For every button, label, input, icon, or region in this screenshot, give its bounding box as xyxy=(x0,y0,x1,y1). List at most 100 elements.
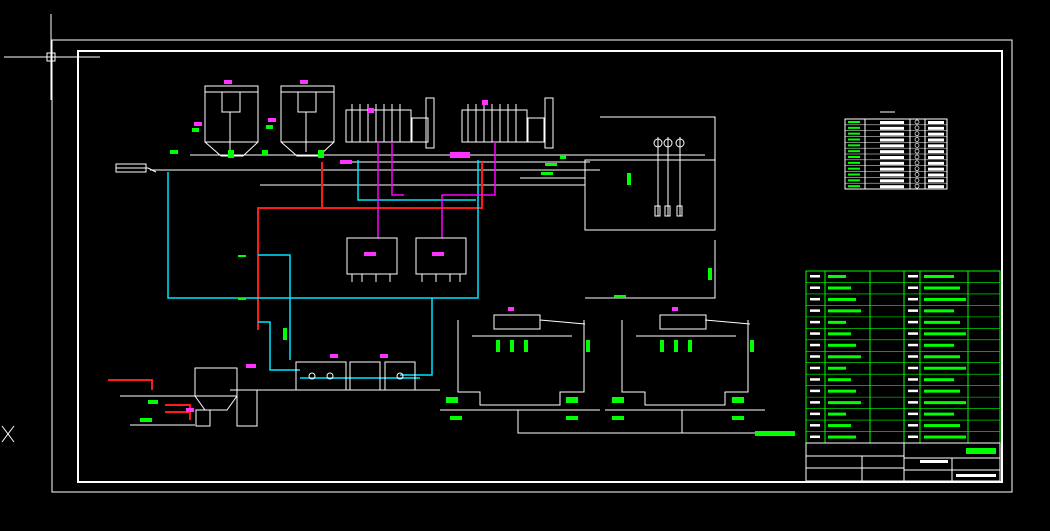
ucs-x-marker-icon xyxy=(1,425,15,443)
equipment-code xyxy=(908,401,918,404)
aeration-basins xyxy=(440,240,765,434)
equipment-code xyxy=(810,389,820,393)
equipment-name xyxy=(828,343,856,347)
equipment-name xyxy=(828,366,846,370)
equipment-code xyxy=(810,366,820,370)
red-process-pipe xyxy=(108,162,483,420)
legend-symbol xyxy=(848,144,860,147)
equipment-code xyxy=(810,435,820,439)
legend-text xyxy=(880,167,904,171)
legend-text xyxy=(880,161,904,165)
legend-symbol xyxy=(848,179,860,182)
legend-circle xyxy=(914,172,920,177)
equipment-name xyxy=(828,309,861,313)
equipment-code xyxy=(810,297,820,301)
equipment-code xyxy=(908,435,918,439)
equipment-name xyxy=(828,332,851,336)
equipment-name xyxy=(924,343,954,347)
dosing-tank-2 xyxy=(415,237,467,275)
equipment-name xyxy=(828,389,856,393)
equipment-name xyxy=(924,378,954,382)
equipment-code xyxy=(810,401,820,404)
equipment-name xyxy=(924,435,966,439)
legend-circle xyxy=(914,183,920,189)
equipment-tags xyxy=(186,80,678,412)
equipment-name xyxy=(924,309,954,313)
equipment-code xyxy=(908,424,918,427)
dosing-tanks xyxy=(346,237,467,282)
legend-table xyxy=(844,111,948,190)
legend-text xyxy=(880,144,904,148)
equipment-code xyxy=(908,378,918,381)
equipment-code xyxy=(908,389,918,393)
legend-symbol xyxy=(848,185,860,188)
legend-value xyxy=(928,138,944,142)
equipment-name xyxy=(828,320,846,324)
equipment-name xyxy=(828,297,856,301)
equipment-code xyxy=(810,332,820,335)
settling-tank-b xyxy=(280,85,335,143)
legend-text xyxy=(880,138,904,142)
equipment-code xyxy=(810,320,820,324)
equipment-name xyxy=(828,435,856,439)
equipment-name xyxy=(828,355,861,359)
filter-bank-b xyxy=(461,109,528,143)
equipment-code xyxy=(810,343,820,347)
legend-text xyxy=(880,185,904,189)
legend-symbol xyxy=(848,167,860,170)
inner-drawing-frame xyxy=(77,50,1003,483)
equipment-name xyxy=(924,401,966,405)
effluent-outlet xyxy=(755,431,795,436)
inlet-label-box xyxy=(115,163,147,173)
legend-text xyxy=(880,173,904,177)
legend-value xyxy=(928,179,944,183)
equipment-name xyxy=(924,389,960,393)
equipment-name xyxy=(828,275,846,278)
dosing-tank-1 xyxy=(346,237,398,275)
legend-value xyxy=(928,156,944,159)
equipment-name xyxy=(924,355,960,359)
legend-circle xyxy=(914,119,920,125)
equipment-code xyxy=(908,286,918,289)
legend-symbol xyxy=(848,132,860,135)
title-block xyxy=(805,442,1001,482)
pump-skid xyxy=(230,361,440,391)
equipment-name xyxy=(924,412,954,416)
equipment-name xyxy=(924,286,960,290)
magenta-dosing-pipe xyxy=(377,142,496,238)
legend-circle xyxy=(914,160,920,166)
equipment-code xyxy=(908,320,918,324)
settling-tank-a xyxy=(204,85,259,143)
legend-circle xyxy=(914,131,920,137)
equipment-name xyxy=(924,275,954,278)
equipment-name xyxy=(924,332,966,336)
cyan-process-pipe xyxy=(167,160,479,379)
process-equipment-top xyxy=(204,85,716,231)
legend-circle xyxy=(914,166,920,172)
equipment-code xyxy=(810,309,820,312)
sludge-thickener xyxy=(120,367,258,427)
legend-value xyxy=(928,161,944,165)
legend-value xyxy=(928,144,944,148)
legend-text xyxy=(880,126,904,130)
legend-circle xyxy=(914,148,920,154)
legend-symbol xyxy=(848,150,860,153)
legend-circle xyxy=(914,137,920,142)
legend-symbol xyxy=(848,173,860,176)
equipment-code xyxy=(908,275,918,278)
equipment-code xyxy=(810,424,820,427)
legend-symbol xyxy=(848,161,860,164)
legend-symbol xyxy=(848,126,860,129)
cad-crosshair-cursor-icon xyxy=(4,14,100,100)
legend-text xyxy=(880,150,904,154)
equipment-code xyxy=(810,275,820,278)
equipment-name xyxy=(924,424,960,428)
equipment-name xyxy=(828,378,851,382)
legend-text xyxy=(880,132,904,136)
main-header-pipe xyxy=(115,154,705,186)
equipment-code xyxy=(810,355,820,358)
equipment-code xyxy=(810,412,820,416)
storage-basin xyxy=(584,159,716,231)
legend-circle xyxy=(914,125,920,131)
